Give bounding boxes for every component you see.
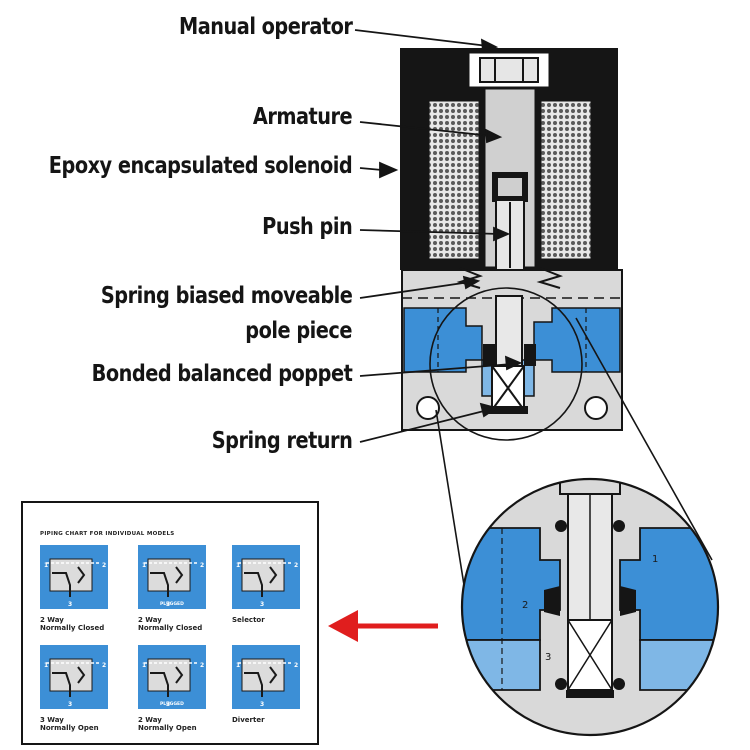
cell-caption-2: 2 Way Normally Closed xyxy=(138,616,203,632)
port-label: 3 xyxy=(166,601,170,608)
port-label: 1 xyxy=(236,562,240,569)
port-label: 2 xyxy=(200,562,204,569)
port-label: 1 xyxy=(44,662,48,669)
label-spring-return: Spring return xyxy=(211,428,352,454)
leader-lines xyxy=(354,29,523,443)
cell-caption-5: 2 Way Normally Open xyxy=(138,716,197,732)
piping-cell-4: 1 2 3 xyxy=(40,645,108,709)
cell-caption-1: 2 Way Normally Closed xyxy=(40,616,105,632)
armature xyxy=(482,86,538,271)
piping-cell-6: 1 2 3 xyxy=(232,645,300,709)
port-label: 1 xyxy=(236,662,240,669)
port-label: 1 xyxy=(44,562,48,569)
port-label: 3 xyxy=(68,701,72,708)
zoom-connector-lines xyxy=(435,317,713,611)
piping-chart: PIPING CHART FOR INDIVIDUAL MODELS 1 2 3 1 2… xyxy=(21,501,319,745)
manual-operator xyxy=(466,50,552,90)
cell-caption-3: Selector xyxy=(232,616,265,624)
port-label: 2 xyxy=(102,562,106,569)
port-label: 1 xyxy=(142,562,146,569)
cell-caption-4: 3 Way Normally Open xyxy=(40,716,99,732)
plugged-label: PLUGGED xyxy=(160,701,184,707)
port-label: 3 xyxy=(68,601,72,608)
zoom-port-2: 2 xyxy=(522,600,528,611)
port-label: 2 xyxy=(294,662,298,669)
label-push-pin: Push pin xyxy=(261,214,353,240)
piping-cell-1: 1 2 3 xyxy=(40,545,108,609)
label-spring-pole-line2: pole piece xyxy=(245,318,352,344)
cell-caption-6: Diverter xyxy=(232,716,265,724)
piping-cell-3: 1 2 3 xyxy=(232,545,300,609)
red-pointer-arrow xyxy=(328,610,438,642)
port-label: 2 xyxy=(102,662,106,669)
magnifier-circle xyxy=(429,287,583,441)
port-label: 2 xyxy=(200,662,204,669)
label-armature: Armature xyxy=(252,104,353,130)
plugged-label: PLUGGED xyxy=(160,601,184,607)
port-label: 3 xyxy=(166,701,170,708)
port-label: 1 xyxy=(142,662,146,669)
port-label: 3 xyxy=(260,601,264,608)
valve-body xyxy=(401,267,623,431)
label-epoxy-solenoid: Epoxy encapsulated solenoid xyxy=(48,153,353,179)
piping-chart-title: PIPING CHART FOR INDIVIDUAL MODELS xyxy=(40,531,175,537)
port-label: 3 xyxy=(260,701,264,708)
port-label: 2 xyxy=(294,562,298,569)
label-manual-operator: Manual operator xyxy=(178,14,353,40)
label-bonded-poppet: Bonded balanced poppet xyxy=(91,361,352,387)
zoom-port-1: 1 xyxy=(652,554,658,565)
label-spring-pole-line1: Spring biased moveable xyxy=(100,283,353,309)
zoom-detail: 1 2 3 xyxy=(460,477,720,737)
zoom-port-3: 3 xyxy=(545,652,551,663)
